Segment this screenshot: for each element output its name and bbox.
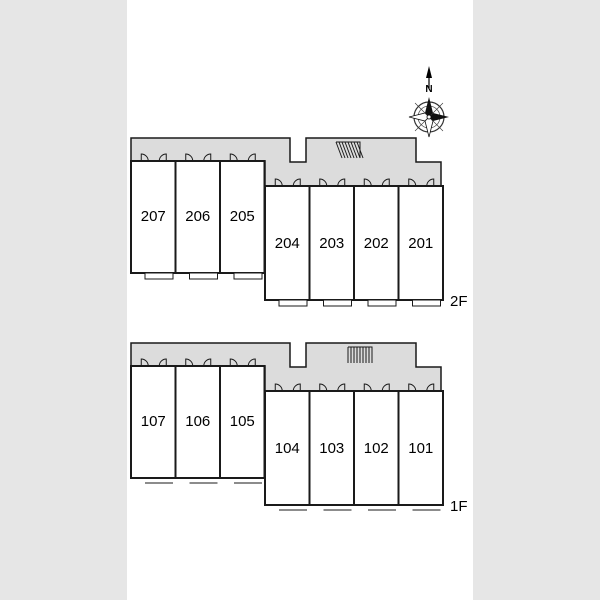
floor-1F: 107 106 105 104 103 102 101 1F xyxy=(130,342,468,515)
unit-label: 103 xyxy=(319,440,344,457)
balcony xyxy=(189,272,218,280)
unit-105: 105 xyxy=(219,358,266,484)
unit-label: 207 xyxy=(141,208,166,225)
unit-104: 104 xyxy=(264,383,311,511)
unit-label: 106 xyxy=(185,413,210,430)
balcony xyxy=(233,272,263,280)
unit-label: 105 xyxy=(230,413,255,430)
balcony xyxy=(144,272,174,280)
staircase-icon xyxy=(347,346,373,363)
compass-north-label: N xyxy=(425,84,432,95)
compass-rose-icon: N xyxy=(408,66,449,138)
unit-207: 207 xyxy=(130,153,177,280)
unit-label: 102 xyxy=(364,440,389,457)
balcony xyxy=(278,299,308,307)
unit-206: 206 xyxy=(174,153,221,280)
unit-103: 103 xyxy=(308,383,355,511)
unit-201: 201 xyxy=(397,178,444,307)
unit-label: 205 xyxy=(230,208,255,225)
balcony xyxy=(323,299,352,307)
floor-label: 2F xyxy=(450,293,468,310)
unit-202: 202 xyxy=(353,178,400,307)
unit-106: 106 xyxy=(174,358,221,484)
unit-203: 203 xyxy=(308,178,355,307)
floor-label: 1F xyxy=(450,498,468,515)
unit-205: 205 xyxy=(219,153,266,280)
unit-label: 202 xyxy=(364,235,389,252)
staircase-icon xyxy=(335,141,364,159)
unit-101: 101 xyxy=(397,383,444,511)
unit-102: 102 xyxy=(353,383,400,511)
unit-label: 204 xyxy=(275,235,300,252)
unit-label: 203 xyxy=(319,235,344,252)
balcony xyxy=(412,299,441,307)
unit-204: 204 xyxy=(264,178,311,307)
balcony xyxy=(367,299,397,307)
unit-label: 104 xyxy=(275,440,300,457)
unit-label: 107 xyxy=(141,413,166,430)
unit-label: 201 xyxy=(408,235,433,252)
floor-2F: 207 206 205 204 203 202 201 2F xyxy=(130,137,468,310)
unit-label: 101 xyxy=(408,440,433,457)
unit-107: 107 xyxy=(130,358,177,484)
unit-label: 206 xyxy=(185,208,210,225)
